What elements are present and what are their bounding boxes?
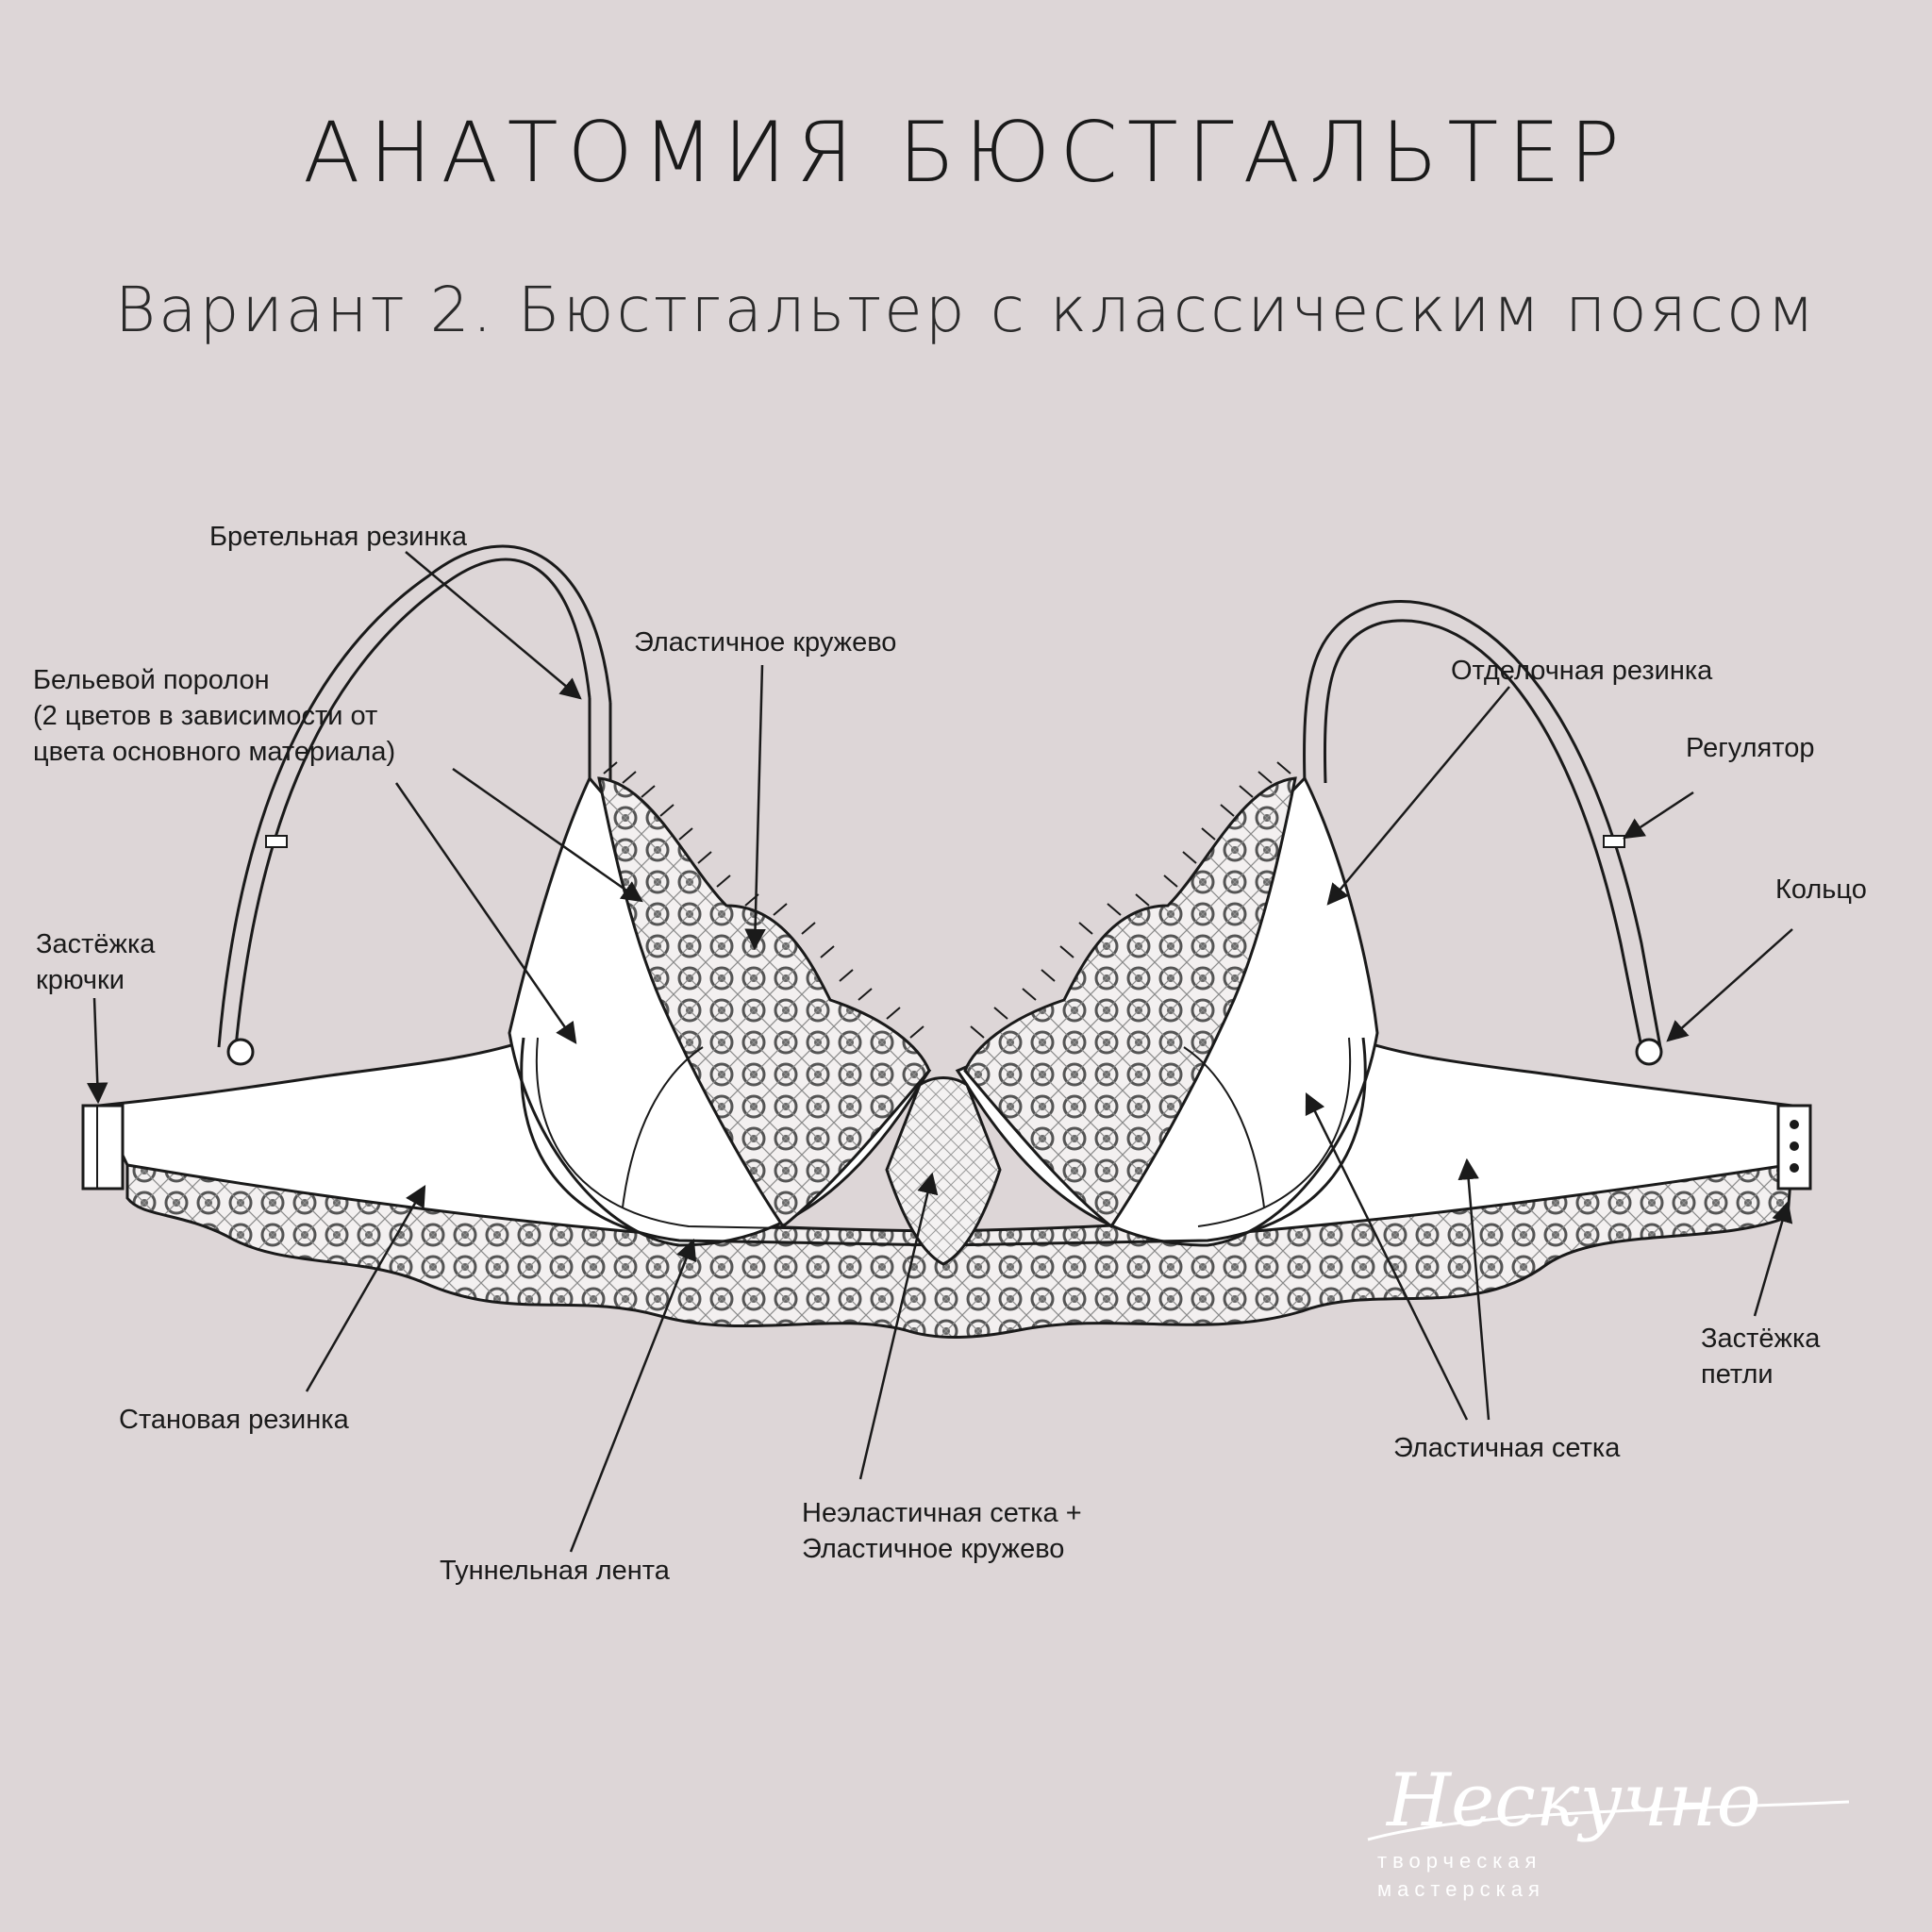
hook-closure xyxy=(81,1104,125,1191)
lace-fringe xyxy=(603,761,1291,1039)
label-zastezhka-petli: Застёжка петли xyxy=(1701,1324,1821,1390)
right-strap xyxy=(1303,600,1662,1048)
brand-logo: Нескучно творческая мастерская xyxy=(1367,1758,1850,1901)
label-bretelnaya-rezinka: Бретельная резинка xyxy=(209,522,467,552)
left-strap xyxy=(217,544,612,1048)
right-ring xyxy=(1635,1038,1663,1066)
page-title: АНАТОМИЯ БЮСТГАЛЬТЕР xyxy=(303,104,1629,201)
label-zastezhka-kryuchki: Застёжка крючки xyxy=(36,929,156,995)
left-cup-lace xyxy=(597,776,931,1229)
label-belevoi-porolon: Бельевой поролон (2 цветов в зависимости… xyxy=(33,665,396,767)
logo-line2: мастерская xyxy=(1377,1877,1545,1901)
label-otdelochnaya-rezinka: Отделочная резинка xyxy=(1451,656,1713,686)
center-gore xyxy=(885,1076,1002,1266)
right-regulator xyxy=(1603,835,1625,848)
label-regulyator: Регулятор xyxy=(1686,733,1815,763)
label-koltso: Кольцо xyxy=(1775,874,1867,905)
label-tunnelnaya-lenta: Туннельная лента xyxy=(440,1556,670,1586)
leader-lines xyxy=(87,551,1793,1553)
logo-line1: творческая xyxy=(1377,1849,1541,1873)
page-subtitle: Вариант 2. Бюстгальтер с классическим по… xyxy=(114,274,1818,346)
label-elastichnoe-kruzhevo: Эластичное кружево xyxy=(634,627,897,658)
logo-script: Нескучно xyxy=(1385,1758,1761,1843)
right-cup-lace xyxy=(963,776,1297,1229)
label-neelastichnaya-setka: Неэластичная сетка + Эластичное кружево xyxy=(802,1498,1082,1564)
left-regulator xyxy=(265,835,288,848)
eye-closure xyxy=(1776,1104,1812,1191)
left-ring xyxy=(226,1038,255,1066)
label-elastichnaya-setka: Эластичная сетка xyxy=(1393,1433,1621,1463)
label-stanovaya-rezinka: Становая резинка xyxy=(119,1405,349,1435)
